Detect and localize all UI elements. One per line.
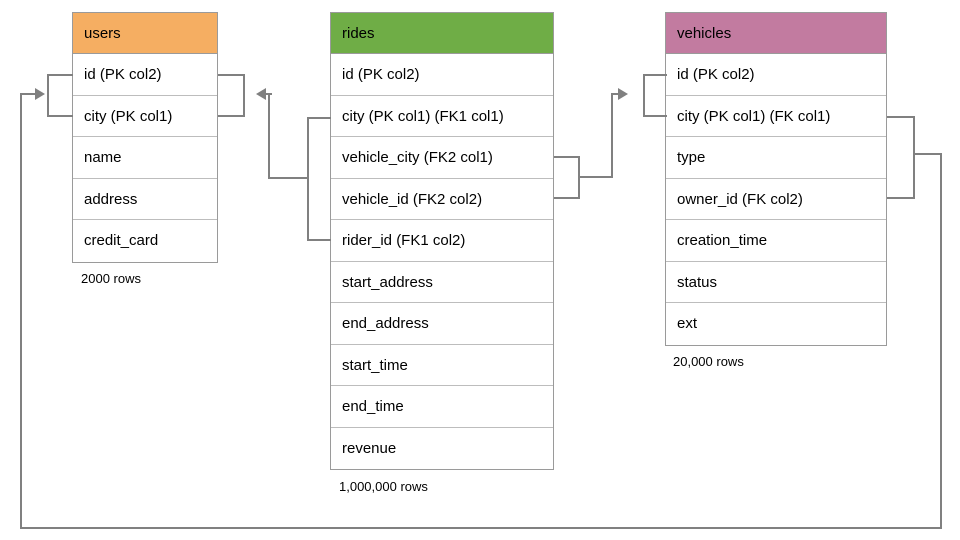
connector-vehicles-fk-bracket-spine	[913, 116, 915, 198]
table-vehicles-header: vehicles	[666, 13, 886, 54]
connector-vehicles-fk-leader-left-v	[20, 93, 22, 529]
table-rides-rows-label: 1,000,000 rows	[339, 479, 428, 494]
connector-rides-fk1-stub-rider-id	[307, 239, 331, 241]
connector-rides-fk1-stub-city	[307, 117, 331, 119]
table-rides-column-rider-id[interactable]: rider_id (FK1 col2)	[331, 220, 553, 262]
connector-vehicles-left-stub-city	[643, 115, 667, 117]
connector-rides-fk2-leader-v	[611, 93, 613, 178]
table-users[interactable]: users id (PK col2) city (PK col1) name a…	[72, 12, 218, 263]
table-rides-column-end-time[interactable]: end_time	[331, 386, 553, 428]
table-vehicles-rows-label: 20,000 rows	[673, 354, 744, 369]
connector-rides-fk2-leader-to-arrow	[611, 93, 619, 95]
table-rides-column-end-address[interactable]: end_address	[331, 303, 553, 345]
table-vehicles-column-status[interactable]: status	[666, 262, 886, 303]
table-rides-column-start-address[interactable]: start_address	[331, 262, 553, 303]
table-users-column-credit-card[interactable]: credit_card	[84, 232, 159, 249]
connector-vehicles-fk-leader-bottom-h	[20, 527, 942, 529]
connector-vehicles-fk-leader-to-arrow	[20, 93, 36, 95]
connector-vehicles-fk-stub-owner-id	[887, 197, 915, 199]
connector-rides-fk1-leader-h	[268, 177, 309, 179]
table-users-rows-label: 2000 rows	[81, 271, 141, 286]
connector-vehicles-left-bracket-spine	[643, 74, 645, 117]
table-vehicles[interactable]: vehicles id (PK col2) city (PK col1) (FK…	[665, 12, 887, 346]
connector-rides-fk1-bracket-spine	[307, 117, 309, 241]
table-users-column-id[interactable]: id (PK col2)	[73, 54, 217, 96]
table-rides-column-vehicle-id[interactable]: vehicle_id (FK2 col2)	[331, 179, 553, 220]
table-vehicles-column-city[interactable]: city (PK col1) (FK col1)	[666, 96, 886, 137]
table-rides-column-start-time[interactable]: start_time	[331, 345, 553, 386]
table-users-column-name[interactable]: name	[73, 137, 217, 179]
table-rides-column-vehicle-city[interactable]: vehicle_city (FK2 col1)	[331, 137, 553, 179]
table-rides-column-city[interactable]: city (PK col1) (FK1 col1)	[331, 96, 553, 137]
connector-users-right-stub-id	[218, 74, 245, 76]
table-vehicles-column-owner-id[interactable]: owner_id (FK col2)	[666, 179, 886, 220]
connector-rides-fk1-leader-to-arrow	[266, 93, 272, 95]
table-rides[interactable]: rides id (PK col2) city (PK col1) (FK1 c…	[330, 12, 554, 470]
table-rides-header: rides	[331, 13, 553, 54]
table-vehicles-column-ext[interactable]: ext	[677, 315, 698, 332]
connector-rides-fk2-stub-vehicle-city	[554, 156, 580, 158]
connector-rides-fk2-stub-vehicle-id	[554, 197, 580, 199]
connector-vehicles-fk-leader-right-v	[940, 153, 942, 529]
table-users-header: users	[73, 13, 217, 54]
table-vehicles-column-id[interactable]: id (PK col2)	[666, 54, 886, 96]
connector-rides-fk1-arrowhead	[256, 88, 266, 100]
connector-users-left-stub-city	[47, 115, 73, 117]
connector-users-right-stub-city	[218, 115, 245, 117]
connector-vehicles-fk-leader-h	[913, 153, 942, 155]
table-users-column-address[interactable]: address	[73, 179, 217, 220]
connector-users-left-bracket-spine	[47, 74, 49, 117]
connector-rides-fk1-leader-v	[268, 93, 270, 179]
table-users-column-city[interactable]: city (PK col1)	[73, 96, 217, 137]
connector-vehicles-left-stub-id	[643, 74, 667, 76]
connector-rides-fk2-arrowhead	[618, 88, 628, 100]
connector-rides-fk2-leader-h	[578, 176, 613, 178]
connector-users-left-stub-id	[47, 74, 73, 76]
connector-vehicles-fk-arrowhead	[35, 88, 45, 100]
table-vehicles-column-creation-time[interactable]: creation_time	[666, 220, 886, 262]
table-vehicles-column-type[interactable]: type	[666, 137, 886, 179]
connector-users-right-bracket-spine	[243, 74, 245, 117]
table-rides-column-revenue[interactable]: revenue	[342, 439, 397, 457]
connector-vehicles-fk-stub-city	[887, 116, 915, 118]
table-rides-column-id[interactable]: id (PK col2)	[331, 54, 553, 96]
